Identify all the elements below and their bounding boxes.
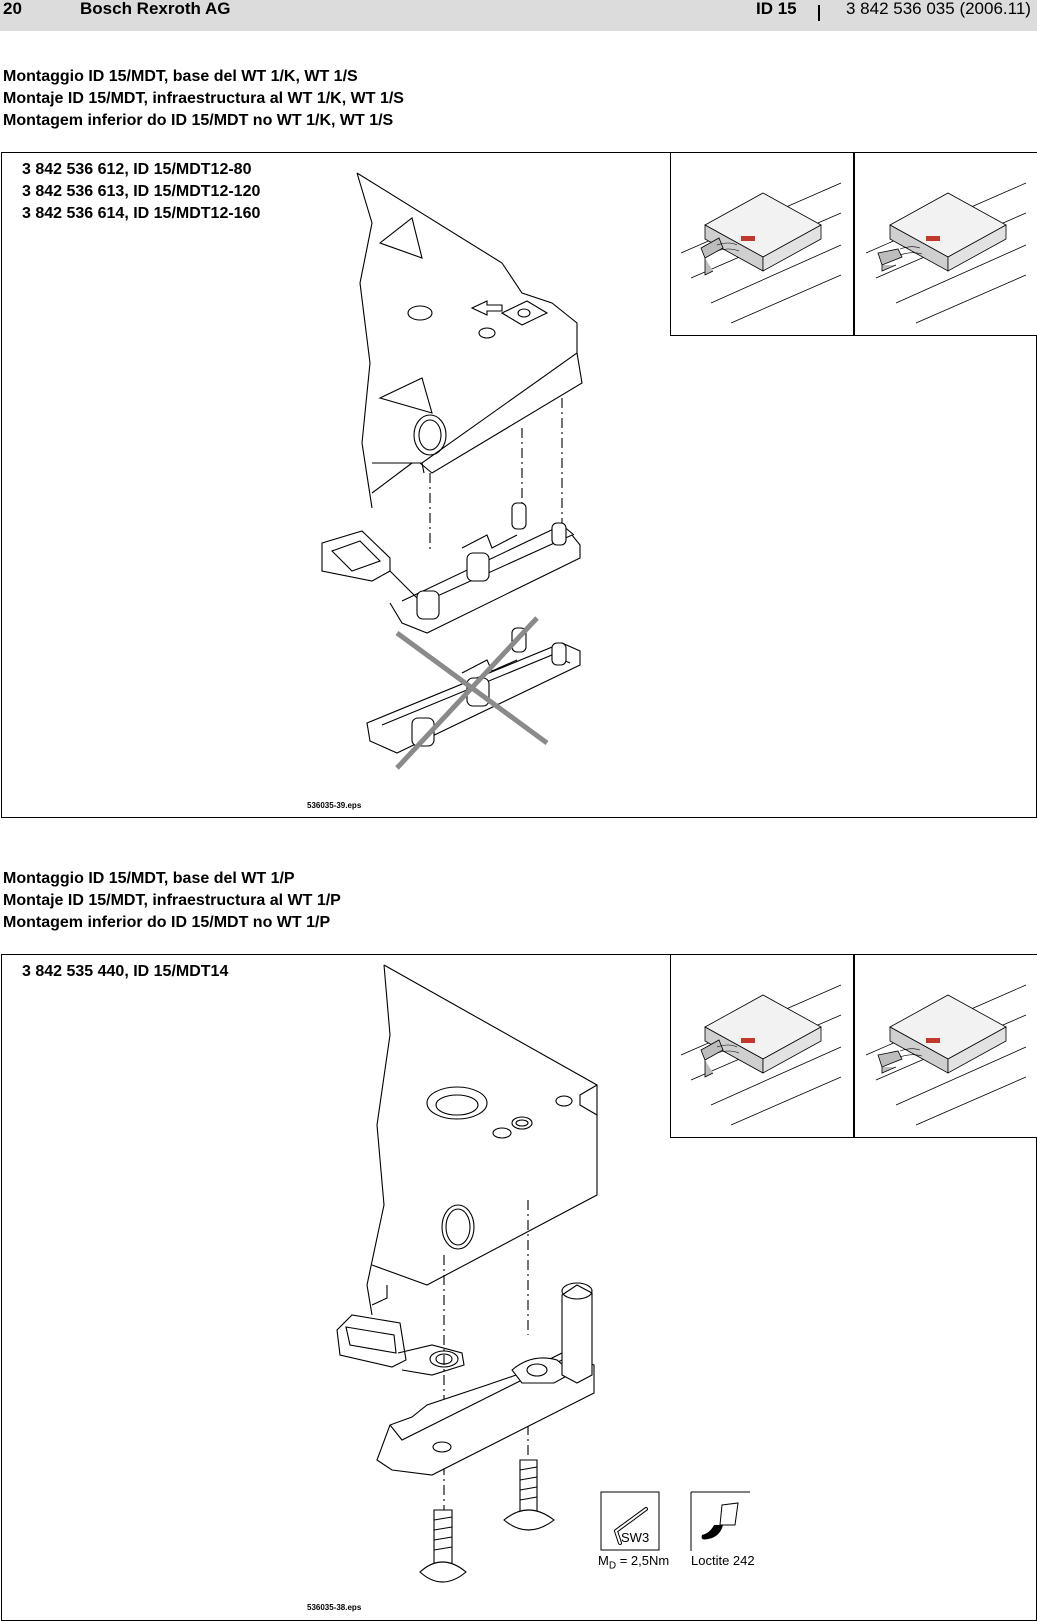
section1-title-es: Montaje ID 15/MDT, infraestructura al WT… (3, 90, 404, 107)
document-number: 3 842 536 035 (2006.11) (846, 0, 1031, 18)
section2-figure-id: 536035-38.eps (307, 1603, 362, 1612)
company-name: Bosch Rexroth AG (80, 0, 231, 18)
section2-title-it: Montaggio ID 15/MDT, base del WT 1/P (3, 870, 295, 887)
torque-value: = 2,5Nm (616, 1553, 670, 1568)
part-number: 3 842 536 614, ID 15/MDT12-160 (22, 205, 261, 222)
section2-title-pt: Montagem inferior do ID 15/MDT no WT 1/P (3, 914, 331, 931)
orientation-diagram-right (865, 984, 1027, 1126)
section1-titles: Montaggio ID 15/MDT, base del WT 1/K, WT… (3, 66, 404, 132)
orientation-diagram-right (865, 182, 1027, 324)
section1-assembly-drawing (321, 172, 583, 770)
part-number: 3 842 536 613, ID 15/MDT12-120 (22, 183, 261, 200)
header-separator (818, 5, 820, 21)
section1-title-pt: Montagem inferior do ID 15/MDT no WT 1/K… (3, 112, 394, 129)
product-name: ID 15 (756, 0, 797, 18)
orientation-diagram-left (680, 984, 842, 1126)
adhesive-tube-icon (690, 1491, 750, 1551)
section2-figure-panel: 3 842 535 440, ID 15/MDT14 (1, 954, 1037, 1621)
section2-titles: Montaggio ID 15/MDT, base del WT 1/P Mon… (3, 868, 341, 934)
torque-label: MD = 2,5Nm (598, 1553, 669, 1572)
inset-divider (853, 153, 855, 335)
section1-orientation-inset (670, 152, 1037, 336)
tool-size-label: SW3 (621, 1530, 650, 1545)
section2-part-numbers: 3 842 535 440, ID 15/MDT14 (22, 961, 228, 983)
section2-orientation-inset (670, 954, 1037, 1138)
part-number: 3 842 536 612, ID 15/MDT12-80 (22, 161, 252, 178)
adhesive-label: Loctite 242 (691, 1553, 755, 1568)
section2-title-es: Montaje ID 15/MDT, infraestructura al WT… (3, 892, 341, 909)
inset-divider (853, 955, 855, 1137)
section1-title-it: Montaggio ID 15/MDT, base del WT 1/K, WT… (3, 68, 358, 85)
section1-figure-id: 536035-39.eps (307, 801, 362, 810)
section2-assembly-drawing (336, 964, 598, 1583)
section1-part-numbers: 3 842 536 612, ID 15/MDT12-80 3 842 536 … (22, 159, 260, 225)
page-number: 20 (3, 0, 22, 18)
torque-subscript: D (608, 1560, 617, 1572)
page-header: 20 Bosch Rexroth AG ID 15 3 842 536 035 … (0, 0, 1037, 31)
orientation-diagram-left (680, 182, 842, 324)
hex-key-icon (600, 1491, 660, 1551)
part-number: 3 842 535 440, ID 15/MDT14 (22, 963, 229, 980)
torque-symbol: M (598, 1553, 609, 1568)
section1-figure-panel: 3 842 536 612, ID 15/MDT12-80 3 842 536 … (1, 152, 1037, 818)
